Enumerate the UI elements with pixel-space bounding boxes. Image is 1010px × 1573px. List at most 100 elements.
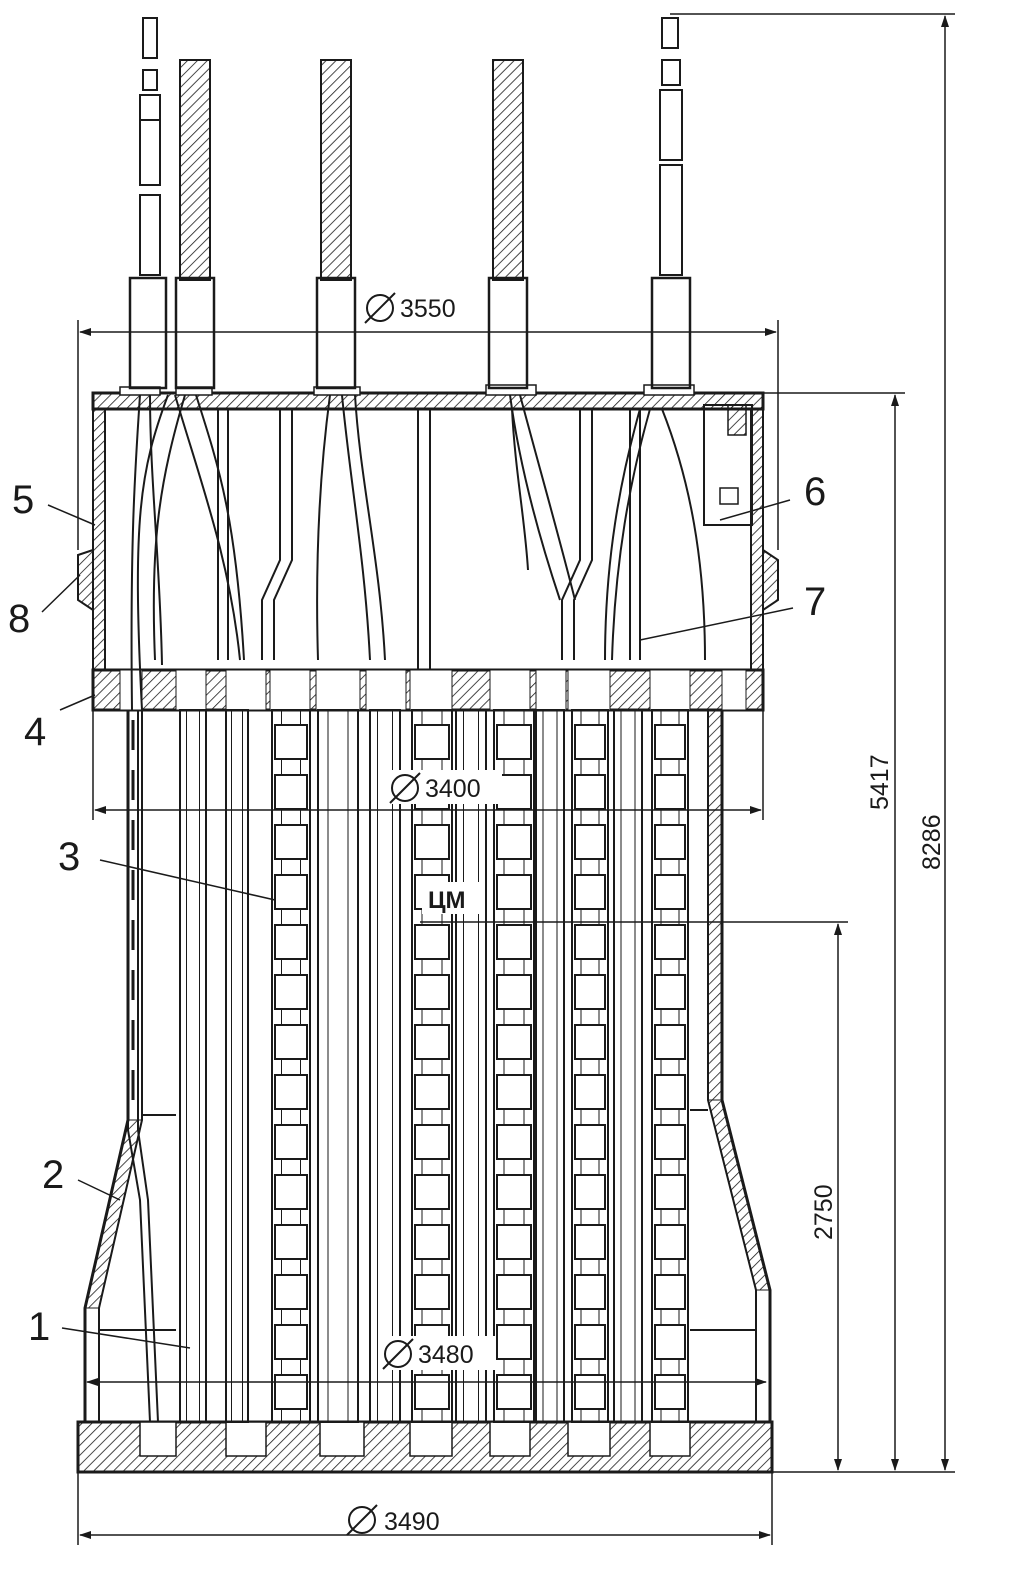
fuel-cell (496, 1174, 532, 1210)
channel-column (411, 709, 453, 1423)
fuel-cell (414, 1124, 450, 1160)
fuel-cell (574, 1374, 606, 1410)
fuel-cell (654, 924, 686, 960)
fuel-cell (274, 824, 308, 860)
fuel-cell (496, 724, 532, 760)
fuel-cell (496, 924, 532, 960)
fuel-cell (496, 1124, 532, 1160)
center-mass-label: ЦМ (428, 887, 466, 914)
fuel-cell (274, 1174, 308, 1210)
bottom-flange (76, 1420, 774, 1474)
fuel-cell (414, 1374, 450, 1410)
dim-middle-diameter: 3400 (425, 775, 481, 803)
callout-1: 1 (28, 1305, 50, 1349)
channel-column (271, 709, 311, 1423)
fuel-cell (274, 1324, 308, 1360)
fuel-cell (274, 1224, 308, 1260)
fuel-cell (654, 1074, 686, 1110)
fuel-cell (274, 1074, 308, 1110)
fuel-cell (654, 1324, 686, 1360)
fuel-cell (414, 974, 450, 1010)
dimension-lines (77, 13, 955, 1545)
callout-3: 3 (58, 835, 80, 879)
fuel-cell (496, 874, 532, 910)
fuel-cell (414, 1224, 450, 1260)
fuel-channels (127, 709, 689, 1423)
fuel-cell (574, 1274, 606, 1310)
fuel-cell (574, 1124, 606, 1160)
fuel-cell (654, 974, 686, 1010)
dimension-labels: 3550 3400 3480 3490 8286 5417 2750 ЦМ (346, 290, 946, 1536)
callout-6: 6 (804, 470, 826, 514)
fuel-cell (496, 774, 532, 810)
fuel-cell (654, 724, 686, 760)
fuel-cell (496, 1224, 532, 1260)
channel-column (455, 709, 487, 1423)
callout-labels: 1 2 3 4 5 6 7 8 (8, 470, 826, 1349)
fuel-cell (274, 874, 308, 910)
channel-column (651, 709, 689, 1423)
fuel-cell (574, 924, 606, 960)
fuel-cell (654, 1374, 686, 1410)
channel-column (535, 709, 565, 1423)
channel-column (493, 709, 535, 1423)
channel-column (179, 709, 207, 1423)
channel-column (571, 709, 609, 1423)
fuel-cell (274, 924, 308, 960)
callout-2: 2 (42, 1153, 64, 1197)
fuel-cell (496, 1024, 532, 1060)
fuel-cell (496, 1274, 532, 1310)
fuel-cell (274, 1024, 308, 1060)
callout-8: 8 (8, 597, 30, 641)
fuel-cell (654, 1274, 686, 1310)
fuel-cell (414, 924, 450, 960)
channel-column (225, 709, 249, 1423)
channel-column (369, 709, 401, 1423)
fuel-cell (654, 1124, 686, 1160)
chamber-tubing (130, 394, 706, 711)
fuel-cell (414, 1024, 450, 1060)
callout-7: 7 (804, 580, 826, 624)
fuel-cell (274, 1274, 308, 1310)
fuel-cell (414, 724, 450, 760)
dim-top-diameter: 3550 (400, 295, 456, 323)
leader-lines (41, 499, 794, 1349)
fuel-cell (574, 1024, 606, 1060)
dim-center-mass-height: 2750 (810, 1184, 838, 1240)
vessel-shell (83, 709, 772, 1422)
fuel-cell (574, 1074, 606, 1110)
dim-lower-diameter: 3480 (418, 1341, 474, 1369)
fuel-cell (274, 724, 308, 760)
diameter-symbol-icon (364, 292, 396, 324)
fuel-cell (274, 974, 308, 1010)
fuel-cell (654, 874, 686, 910)
diameter-symbol-icon (346, 1504, 378, 1536)
support-plate (91, 668, 765, 712)
channel-column (317, 709, 359, 1423)
fuel-cell (414, 1274, 450, 1310)
fuel-cell (574, 724, 606, 760)
fuel-cell (574, 824, 606, 860)
fuel-cell (654, 1174, 686, 1210)
fuel-cell (414, 824, 450, 860)
fuel-cell (574, 774, 606, 810)
fuel-cell (496, 1324, 532, 1360)
upper-chamber (77, 384, 779, 671)
diameter-symbol-icon (389, 772, 421, 804)
fuel-cell (574, 974, 606, 1010)
dim-body-height: 5417 (866, 754, 894, 810)
fuel-cell (496, 974, 532, 1010)
fuel-cell (414, 1174, 450, 1210)
channel-column (613, 709, 643, 1423)
callout-5: 5 (12, 478, 34, 522)
dim-overall-height: 8286 (918, 814, 946, 870)
fuel-cell (654, 774, 686, 810)
fuel-cell (574, 1324, 606, 1360)
diameter-symbol-icon (382, 1338, 414, 1370)
fuel-cell (274, 774, 308, 810)
fuel-cell (574, 1224, 606, 1260)
fuel-cell (414, 1074, 450, 1110)
fuel-cell (496, 1374, 532, 1410)
fuel-cell (574, 874, 606, 910)
